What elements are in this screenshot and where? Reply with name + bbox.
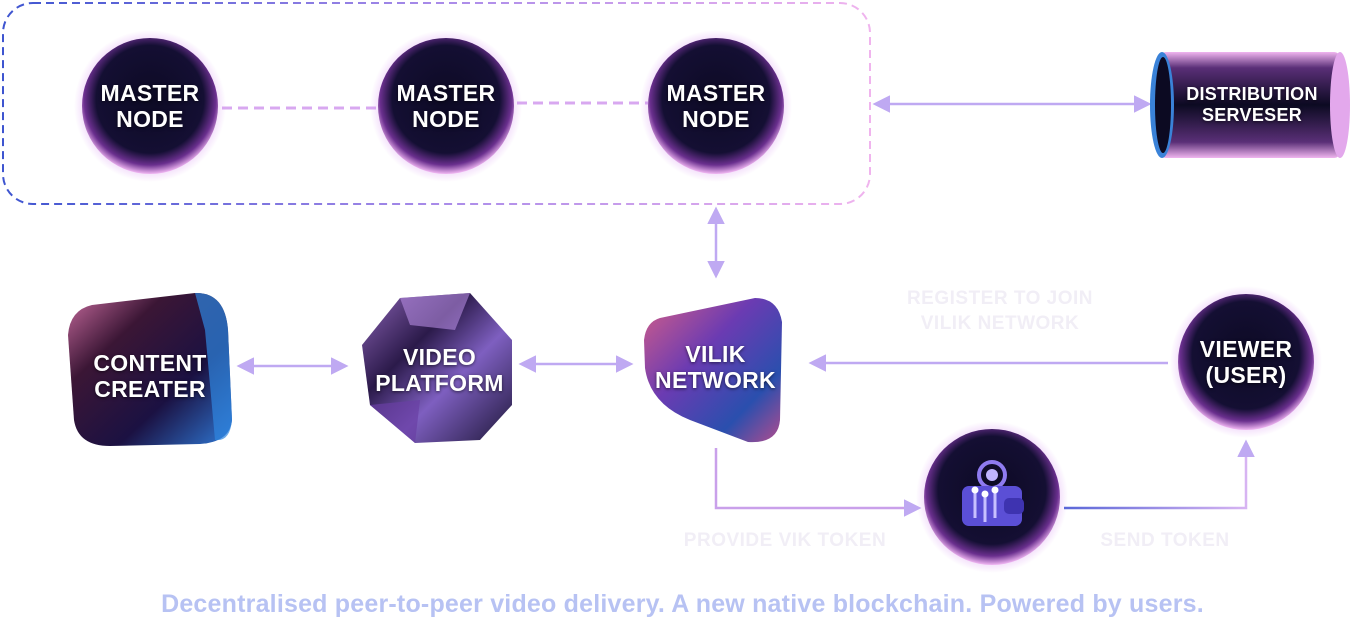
distribution-server: [1150, 52, 1350, 158]
master-node-3: [640, 30, 792, 182]
video-platform-node: [362, 293, 512, 443]
content-creater-label: CONTENT CREATER: [93, 349, 207, 402]
master-node-2: [370, 30, 522, 182]
master-node-2-label: MASTER NODE: [396, 79, 496, 132]
viewer-label: VIEWER (USER): [1199, 335, 1293, 388]
master-node-3-label: MASTER NODE: [666, 79, 766, 132]
wallet-circuit-icon: [962, 460, 1024, 526]
vilik-network-label: VILIK NETWORK: [655, 340, 776, 393]
master-node-1: [74, 30, 226, 182]
tagline: Decentralised peer-to-peer video deliver…: [161, 590, 1204, 618]
arrow-token-viewer: [1064, 439, 1255, 510]
vilik-network-node: [644, 298, 782, 443]
content-creater-node: [68, 292, 232, 446]
token-wallet-node: [916, 421, 1068, 573]
master-node-group: [2, 2, 871, 205]
distribution-server-label: DISTRIBUTION SERVESER: [1186, 84, 1318, 125]
send-token-label: SEND TOKEN: [1100, 530, 1230, 551]
arrow-vilik-token: [714, 448, 922, 517]
provide-token-label: PROVIDE VIK TOKEN: [683, 530, 887, 551]
viewer-node: [1170, 286, 1322, 438]
register-label: REGISTER TO JOIN VILIK NETWORK: [906, 288, 1094, 334]
master-node-1-label: MASTER NODE: [100, 79, 200, 132]
video-platform-label: VIDEO PLATFORM: [375, 343, 504, 396]
